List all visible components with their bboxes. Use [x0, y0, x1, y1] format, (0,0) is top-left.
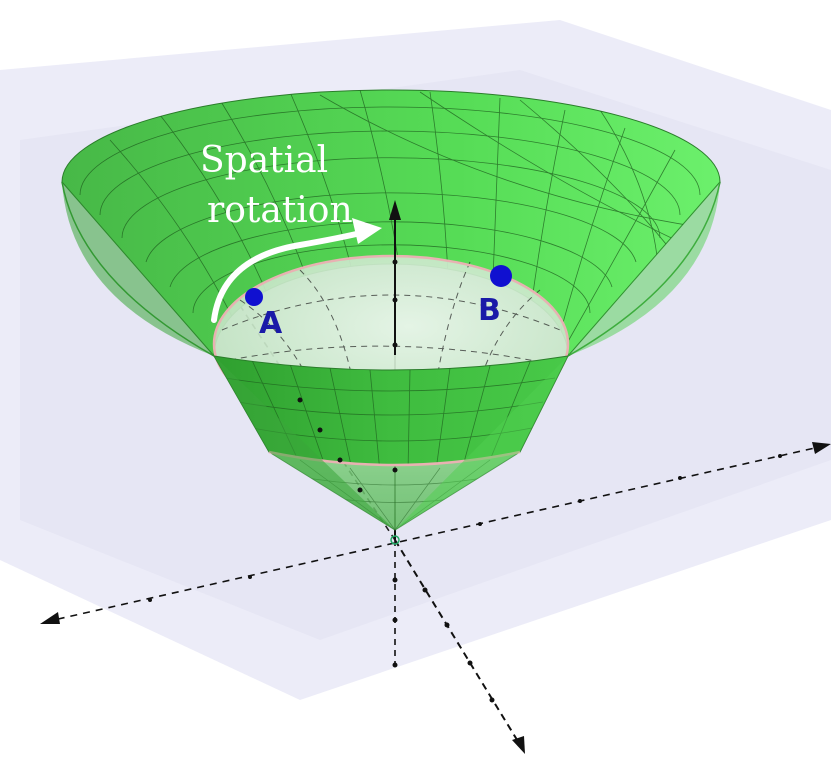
y-axis — [394, 539, 525, 754]
point-b-label: B — [478, 293, 501, 328]
caption-line-2: rotation — [207, 190, 353, 231]
x-axis — [40, 442, 831, 624]
z-axis — [389, 200, 401, 668]
point-b-marker — [490, 265, 512, 287]
origin-marker — [390, 535, 400, 545]
disk-hidden-lines — [221, 261, 561, 433]
axis-tick-marks — [148, 259, 782, 703]
caption-line-1: Spatial — [200, 140, 328, 181]
curved-arrow-icon — [211, 218, 382, 323]
inner-wall-grid — [79, 90, 720, 356]
point-a-marker — [245, 288, 263, 306]
point-a-label: A — [259, 306, 283, 341]
